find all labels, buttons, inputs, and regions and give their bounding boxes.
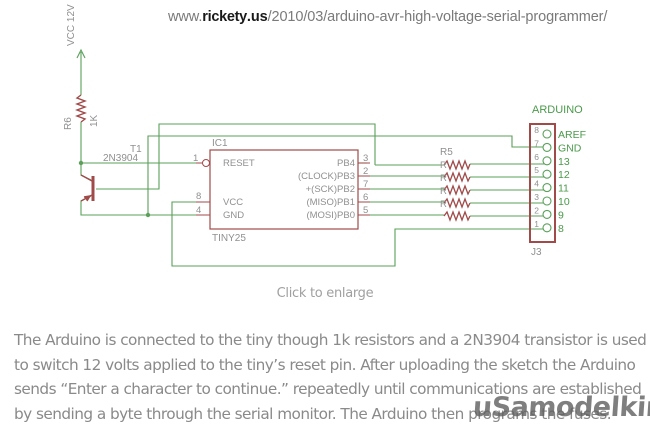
r5-sub-label-3: R <box>440 186 447 197</box>
ic-pin-name-pb3: (CLOCK)PB3 <box>298 171 355 182</box>
r5-resistor-2 <box>443 171 471 183</box>
connector-pin-label: 8 <box>558 223 564 235</box>
url-domain: rickety <box>202 9 247 25</box>
r5-resistor-5 <box>443 210 471 222</box>
r5-resistor-4 <box>443 197 471 209</box>
ic-pin-name-pb1: (MISO)PB1 <box>306 197 355 208</box>
ic-name: IC1 <box>212 138 228 149</box>
connector-pin-num: 6 <box>534 152 539 162</box>
connector-pin-num: 4 <box>534 179 539 189</box>
connector-pin-label: 11 <box>558 183 569 195</box>
connector-pin-label: 9 <box>558 209 564 221</box>
r5-sub-label-4: R <box>440 199 447 210</box>
url-path: /2010/03/arduino-avr-high-voltage-serial… <box>267 9 608 25</box>
source-url-caption: www.rickety.us/2010/03/arduino-avr-high-… <box>168 9 607 25</box>
ic-pin-name-vcc: VCC <box>223 197 243 208</box>
wire-vcc-loop <box>171 201 550 267</box>
wire-gnd-node <box>147 135 550 215</box>
junction-gnd <box>145 212 151 218</box>
ic-pin-name-gnd: GND <box>223 210 244 221</box>
paragraph-line-2: to switch 12 volts applied to the tiny’s… <box>14 355 636 374</box>
connector-pin-7-icon <box>542 142 552 152</box>
connector-pin-3-icon <box>542 196 552 206</box>
paragraph-line-3: sends “Enter a character to continue.” r… <box>14 380 642 398</box>
junction-collector <box>78 160 84 166</box>
r5-resistor-array-icon <box>443 159 471 222</box>
connector-pin-label: GND <box>558 142 582 154</box>
wire-base <box>96 123 376 190</box>
ic-pin-num-2: 2 <box>363 166 368 177</box>
connector-pin-1-icon <box>542 223 552 233</box>
r6-name: R6 <box>63 117 74 130</box>
body-paragraph: The Arduino is connected to the tiny tho… <box>14 328 647 426</box>
r6-resistor-icon <box>75 94 87 123</box>
ic-pin-name-reset: RESET <box>223 158 255 169</box>
ic-pin-name-pb4: PB4 <box>337 158 355 169</box>
r5-sub-label-2: R <box>440 173 447 184</box>
ic-pin-num-8: 8 <box>196 191 201 202</box>
connector-pin-4-icon <box>542 183 552 193</box>
ic-pin-num-6: 6 <box>363 192 368 203</box>
connector-pin-2-icon <box>542 209 552 219</box>
r5-name: R5 <box>440 147 453 158</box>
connector-pin-num: 5 <box>534 165 539 175</box>
url-tld: .us <box>246 9 268 25</box>
connector-pin-label: 13 <box>558 156 570 168</box>
wire-emitter <box>80 195 196 216</box>
r6-value: 1K <box>89 114 100 127</box>
connector-pin-label: AREF <box>558 129 586 141</box>
connector-pin-num: 7 <box>534 138 539 148</box>
ic-reset-bubble-icon <box>202 159 210 167</box>
ic-pin-num-4: 4 <box>196 205 201 216</box>
connector-pin-6-icon <box>542 156 552 166</box>
ic-pin-name-pb2: +(SCK)PB2 <box>306 184 355 195</box>
connector-title: ARDUINO <box>532 104 583 116</box>
url-prefix: www. <box>168 9 203 25</box>
ic-pin-num-7: 7 <box>363 179 368 190</box>
transistor-part: 2N3904 <box>103 153 138 164</box>
connector-pin-label: 10 <box>558 196 570 208</box>
r5-resistor-1 <box>443 159 471 171</box>
connector-pin-num: 2 <box>534 205 539 215</box>
vcc-arrow-icon <box>76 48 86 59</box>
connector-name: J3 <box>531 247 542 258</box>
r5-resistor-3 <box>443 184 471 196</box>
click-to-enlarge-link[interactable]: Click to enlarge <box>276 286 374 301</box>
r5-sub-label-1: R <box>440 160 447 171</box>
schematic-diagram[interactable]: VCC 12V R6 1K T1 2N3904 IC1 TINY25 1 RES… <box>0 0 650 280</box>
transistor-name: T1 <box>130 144 142 155</box>
ic-pin-num-1: 1 <box>193 153 198 164</box>
connector-body <box>529 123 556 243</box>
ic-part: TINY25 <box>212 233 246 244</box>
ic-pin-num-3: 3 <box>363 153 368 164</box>
connector-pin-num: 3 <box>534 192 539 202</box>
paragraph-line-1: The Arduino is connected to the tiny tho… <box>14 331 647 349</box>
connector-pin-num: 8 <box>534 125 539 135</box>
vcc-label: VCC 12V <box>66 4 77 46</box>
watermark-logo: uSamodelkino.ru <box>471 392 650 423</box>
connector-pin-num: 1 <box>534 219 539 229</box>
connector-pin-label: 12 <box>558 169 570 181</box>
ic-pin-name-pb0: (MOSI)PB0 <box>306 210 355 221</box>
ic-pin-num-5: 5 <box>363 205 368 216</box>
transistor-icon <box>80 174 95 202</box>
connector-pin-8-icon <box>542 129 552 139</box>
paragraph-line-4: by sending a byte through the serial mon… <box>14 404 612 423</box>
connector-pin-5-icon <box>542 169 552 179</box>
